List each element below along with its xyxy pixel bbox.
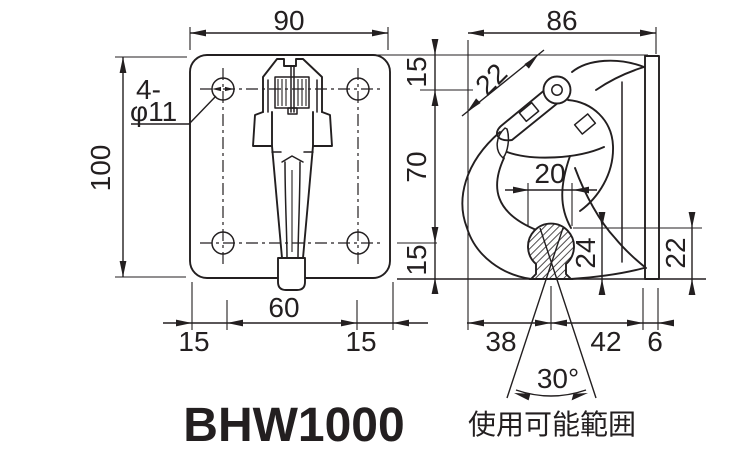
hole-note-line2: φ11: [130, 96, 177, 127]
rope-cross-section: [527, 222, 575, 280]
center-lines-front: [200, 68, 380, 264]
rope-height-label: 24: [570, 237, 601, 268]
side-view: [461, 55, 660, 401]
hole-leader: [131, 86, 234, 125]
usable-range-caption: 使用可能範囲: [468, 409, 636, 440]
lower-height-label: 22: [660, 237, 691, 268]
side-width-label: 86: [546, 5, 577, 36]
latch-tab: [277, 257, 306, 291]
hole-note-line1: 4-: [136, 74, 161, 105]
front-width-label: 90: [273, 5, 304, 36]
mounting-plate-side: [644, 55, 660, 280]
top-margin-label: 15: [401, 56, 432, 87]
gate-lever-side: [496, 75, 597, 142]
mouth-opening-label: 22: [469, 57, 513, 101]
dimension-labels: 90 86 100 4- φ11 15 70 15 60 15 15 22 20…: [85, 5, 691, 394]
pivot-hole: [551, 84, 563, 96]
swing-angle-label: 30°: [537, 363, 579, 394]
rope-width-label: 20: [534, 158, 565, 189]
model-number: BHW1000: [183, 399, 404, 450]
swing-range-cone: [506, 227, 597, 401]
gate-slot: [518, 101, 540, 123]
body-slot: [573, 113, 597, 135]
left-margin-label: 15: [178, 326, 209, 357]
bottom-margin-label: 15: [401, 244, 432, 275]
tip-to-rope-label: 38: [485, 326, 516, 357]
spring-coils: [277, 65, 307, 115]
dimension-lines: [119, 29, 696, 327]
right-wing: [312, 111, 333, 147]
hook-body-side: [461, 59, 647, 280]
front-height-label: 100: [85, 145, 116, 192]
plate-thickness-label: 6: [647, 326, 663, 357]
hole-pitch-h-label: 60: [268, 292, 299, 323]
rope-to-wall-label: 42: [590, 326, 621, 357]
hook-mechanism-front: [252, 58, 333, 291]
left-wing: [252, 111, 273, 147]
pivot-boss: [542, 75, 572, 105]
right-margin-label: 15: [345, 326, 376, 357]
hole-pitch-v-label: 70: [401, 151, 432, 182]
